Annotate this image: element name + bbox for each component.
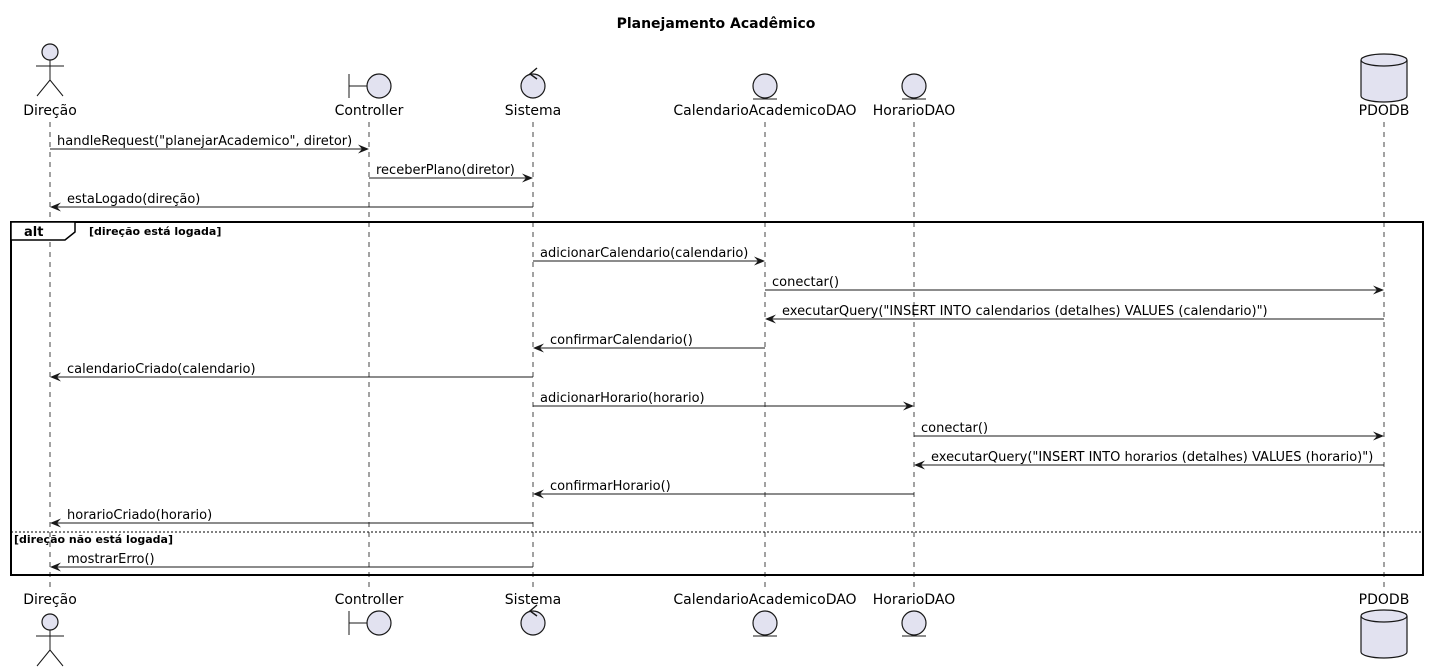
database-icon [1360,53,1408,103]
message-label: conectar() [921,421,988,436]
message: executarQuery("INSERT INTO calendarios (… [765,304,1384,324]
arrowhead-icon [765,314,776,324]
message: conectar() [765,275,1384,295]
participant-name: Controller [335,103,404,119]
fragment-operator: alt [24,225,43,240]
fragment-tab [10,221,76,241]
arrowhead-icon [533,489,544,499]
participant-name: HorarioDAO [873,103,956,119]
entity-icon [752,73,778,100]
message: confirmarHorario() [533,479,914,499]
participant-pdodb-bottom: PDODB [1359,592,1410,659]
participant-sistema-bottom: Sistema [505,592,561,636]
message-label: conectar() [772,275,839,290]
message: receberPlano(diretor) [369,163,533,183]
fragment-guard-2: [direção não está logada] [14,533,173,546]
message: executarQuery("INSERT INTO horarios (det… [914,450,1384,470]
diagram-title: Planejamento Acadêmico [617,16,816,32]
fragment-guard-1: [direção está logada] [89,225,221,238]
arrowhead-icon [533,343,544,353]
participant-name: PDODB [1359,103,1410,119]
message: calendarioCriado(calendario) [50,362,533,382]
arrowhead-icon [50,562,61,572]
actor-icon [36,613,64,667]
entity-icon [752,610,778,637]
message-label: estaLogado(direção) [67,192,200,207]
actor-icon [36,43,64,97]
database-icon [1360,609,1408,659]
arrowhead-icon [358,144,369,154]
message: adicionarHorario(horario) [533,391,914,411]
message-label: executarQuery("INSERT INTO calendarios (… [782,304,1268,319]
arrowhead-icon [522,173,533,183]
message: confirmarCalendario() [533,333,765,353]
participant-heads: DireçãoDireçãoControllerControllerSistem… [23,43,1410,667]
participant-direcao-top: Direção [23,43,77,119]
message-label: confirmarHorario() [550,479,671,494]
message-label: handleRequest("planejarAcademico", diret… [57,134,352,149]
participant-name: HorarioDAO [873,592,956,608]
participant-calendario_dao-top: CalendarioAcademicoDAO [673,73,857,119]
boundary-icon [348,610,392,636]
message-label: confirmarCalendario() [550,333,693,348]
alt-fragment: alt [direção está logada] [direção não e… [10,221,1424,576]
message-label: adicionarHorario(horario) [540,391,705,406]
message-label: calendarioCriado(calendario) [67,362,256,377]
participant-controller-top: Controller [335,73,404,119]
participant-calendario_dao-bottom: CalendarioAcademicoDAO [673,592,857,637]
lifelines [49,122,1385,590]
participant-name: PDODB [1359,592,1410,608]
arrowhead-icon [914,460,925,470]
participant-name: Direção [23,103,77,119]
message: estaLogado(direção) [50,192,533,212]
participant-name: Direção [23,592,77,608]
participant-sistema-top: Sistema [505,67,561,119]
boundary-icon [348,73,392,99]
participant-pdodb-top: PDODB [1359,53,1410,119]
message-label: horarioCriado(horario) [67,508,212,523]
arrowhead-icon [50,202,61,212]
participant-name: CalendarioAcademicoDAO [673,103,856,119]
entity-icon [901,610,927,637]
arrowhead-icon [50,372,61,382]
arrowhead-icon [903,401,914,411]
message-label: adicionarCalendario(calendario) [540,246,748,261]
message: conectar() [914,421,1384,441]
participant-name: Sistema [505,592,561,608]
message-label: mostrarErro() [67,552,155,567]
message: mostrarErro() [50,552,533,572]
participant-direcao-bottom: Direção [23,592,77,667]
arrowhead-icon [50,518,61,528]
control-icon [520,604,546,636]
arrowhead-icon [1373,431,1384,441]
message-label: executarQuery("INSERT INTO horarios (det… [931,450,1373,465]
arrowhead-icon [754,256,765,266]
message-label: receberPlano(diretor) [376,163,515,178]
participant-name: Controller [335,592,404,608]
participant-horario_dao-bottom: HorarioDAO [873,592,956,637]
control-icon [520,67,546,99]
arrowhead-icon [1373,285,1384,295]
message: horarioCriado(horario) [50,508,533,528]
message: handleRequest("planejarAcademico", diret… [50,134,369,154]
participant-horario_dao-top: HorarioDAO [873,73,956,119]
entity-icon [901,73,927,100]
message: adicionarCalendario(calendario) [533,246,765,266]
fragment-frame [10,221,1424,576]
participant-name: Sistema [505,103,561,119]
messages: handleRequest("planejarAcademico", diret… [50,134,1384,572]
participant-name: CalendarioAcademicoDAO [673,592,856,608]
participant-controller-bottom: Controller [335,592,404,636]
